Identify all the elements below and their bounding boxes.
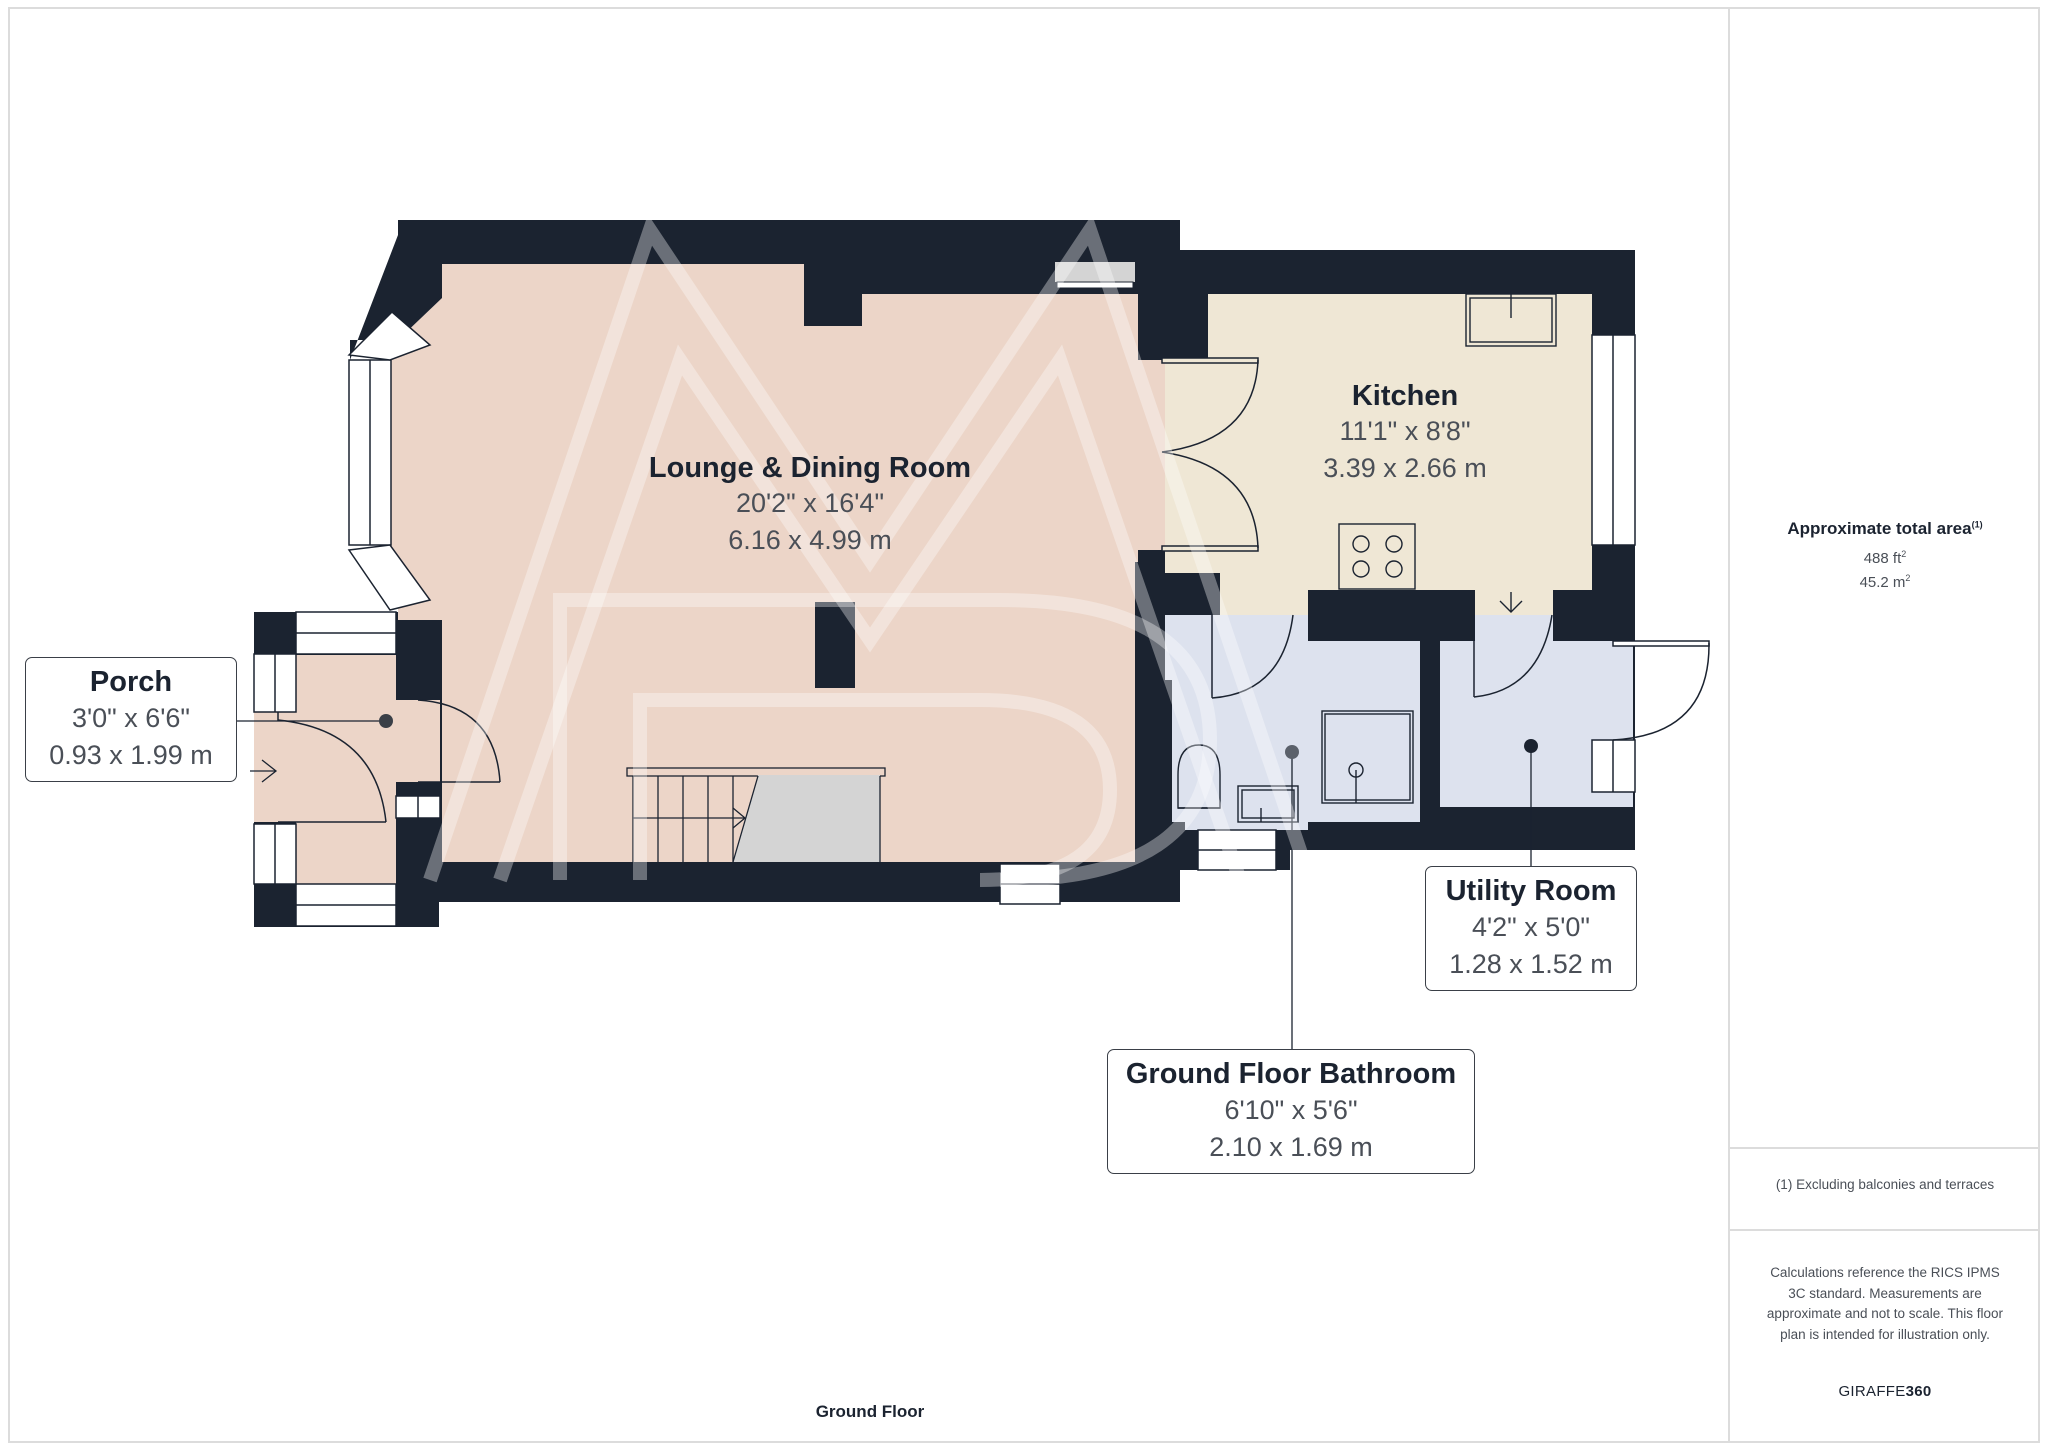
divider (1730, 1229, 2040, 1231)
room-label-bathroom: Ground Floor Bathroom 6'10" x 5'6" 2.10 … (1107, 1049, 1475, 1174)
room-dim-metric: 0.93 x 1.99 m (49, 740, 213, 770)
windows (253, 310, 1636, 927)
room-dim-metric: 3.39 x 2.66 m (1323, 453, 1487, 483)
room-dim-imperial: 6'10" x 5'6" (1224, 1095, 1358, 1125)
room-dim-imperial: 11'1" x 8'8" (1339, 416, 1471, 446)
room-name: Kitchen (1351, 380, 1459, 412)
floor-name: Ground Floor (815, 1402, 925, 1421)
toilet (1177, 744, 1221, 809)
brand-logo: GIRAFFE360 (1838, 1383, 1932, 1400)
kitchen-fixtures (1338, 293, 1557, 613)
washbasin (1237, 785, 1299, 823)
room-dim-imperial: 20'2" x 16'4" (735, 488, 885, 518)
divider (1730, 1147, 2040, 1149)
total-area-title: Approximate total area(1) (1787, 519, 1983, 538)
chimney-column (815, 602, 855, 688)
leader-lines (236, 714, 1538, 1050)
disclaimer: Calculations reference the RICS IPMS 3C … (1766, 1265, 2004, 1342)
room-label-kitchen: Kitchen 11'1" x 8'8" 3.39 x 2.66 m (1245, 380, 1565, 487)
total-area-ft: 488 ft2 (1863, 549, 1907, 567)
total-area-m: 45.2 m2 (1859, 573, 1911, 591)
room-dim-metric: 6.16 x 4.99 m (728, 525, 892, 555)
room-label-porch: Porch 3'0" x 6'6" 0.93 x 1.99 m (25, 657, 237, 782)
hob (1338, 523, 1416, 590)
watermark (423, 214, 1317, 887)
room-dim-metric: 2.10 x 1.69 m (1209, 1132, 1373, 1162)
shower-tray (1321, 710, 1414, 804)
room-name: Porch (89, 666, 173, 698)
kitchen-floor (1165, 294, 1592, 615)
page-frame (8, 7, 2040, 1443)
room-dim-imperial: 3'0" x 6'6" (71, 703, 191, 733)
room-name: Utility Room (1445, 875, 1617, 907)
room-floors (254, 264, 1633, 887)
footnote: (1) Excluding balconies and terraces (1775, 1177, 1995, 1192)
stairs (626, 767, 886, 863)
room-dim-metric: 1.28 x 1.52 m (1449, 949, 1613, 979)
room-label-utility: Utility Room 4'2" x 5'0" 1.28 x 1.52 m (1425, 866, 1637, 991)
doors (277, 357, 1710, 823)
lounge-floor (390, 264, 1138, 862)
total-area-block: Approximate total area(1) 488 ft2 45.2 m… (1730, 519, 2040, 591)
room-label-lounge: Lounge & Dining Room 20'2" x 16'4" 6.16 … (600, 452, 1020, 559)
bathroom-fixtures (1177, 710, 1414, 823)
summary-sidebar: Approximate total area(1) 488 ft2 45.2 m… (1728, 7, 2040, 1443)
floor-plan (236, 214, 1710, 1050)
room-name: Ground Floor Bathroom (1125, 1058, 1457, 1090)
room-dim-imperial: 4'2" x 5'0" (1471, 912, 1591, 942)
room-name: Lounge & Dining Room (648, 452, 972, 484)
